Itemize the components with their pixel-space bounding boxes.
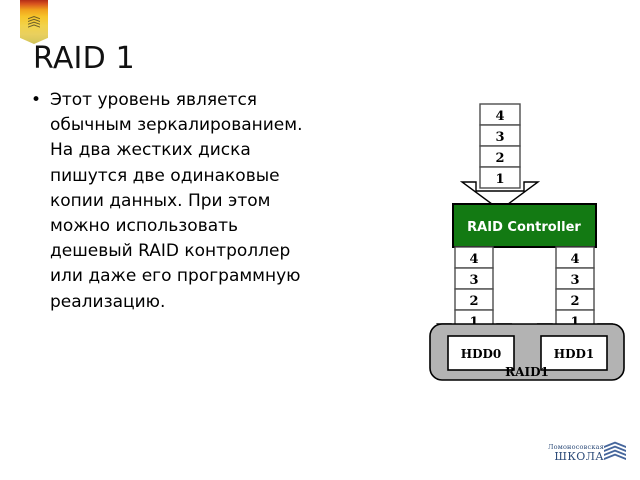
raid-controller-label: RAID Controller [467, 220, 581, 235]
input-block-1 [479, 166, 521, 189]
hdd0-block-1-label: 1 [469, 315, 478, 330]
hdd1-block-4-label: 4 [570, 252, 579, 267]
hdd0-block-2-label: 2 [469, 294, 478, 309]
input-block-3-label: 3 [495, 130, 504, 145]
brand-wordmark: Ломоносовская ШКОЛА [528, 443, 604, 463]
hdd1-box [540, 335, 608, 371]
bullet-item-text: Этот уровень является обычным зеркалиров… [50, 90, 303, 312]
input-data-stream: 4 3 2 1 [459, 103, 541, 211]
slide-body: • Этот уровень является обычным зеркалир… [31, 88, 399, 315]
ribbon-chevron-emblem-icon [28, 16, 40, 28]
brand-line-2: ШКОЛА [554, 450, 604, 463]
input-arrow-head-icon [459, 181, 541, 211]
input-block-1-label: 1 [495, 172, 504, 187]
raid1-diagram-svg: 4 3 2 1 RAID Controller 4 3 2 1 [429, 103, 625, 381]
hdd1-block-3-label: 3 [570, 273, 579, 288]
bullet-marker-icon: • [31, 90, 42, 110]
hdd1-label: HDD1 [554, 347, 595, 361]
raid-controller-box: RAID Controller [452, 203, 597, 248]
bullet-list-item: • Этот уровень является обычным зеркалир… [31, 88, 399, 315]
lomonosov-chevron-emblem-icon [604, 441, 626, 460]
hdd0-label: HDD0 [461, 347, 502, 361]
hdd1-block-2-label: 2 [570, 294, 579, 309]
raid1-array-enclosure: HDD0 HDD1 RAID1 [429, 323, 625, 381]
hdd0-block-4-label: 4 [469, 252, 478, 267]
hdd1-block-1-label: 1 [570, 315, 579, 330]
brand-line-1: Ломоносовская [547, 443, 604, 451]
input-block-4-label: 4 [495, 109, 504, 124]
raid1-array-label: RAID1 [505, 365, 549, 379]
input-block-2-label: 2 [495, 151, 504, 166]
slide-title: RAID 1 [33, 41, 135, 76]
hdd0-box [447, 335, 515, 371]
corner-ribbon-decoration [20, 0, 48, 48]
raid1-diagram: 4 3 2 1 RAID Controller 4 3 2 1 [424, 96, 636, 384]
brand-logo: Ломоносовская ШКОЛА [528, 441, 634, 476]
raid-controller-rect [452, 203, 597, 248]
hdd0-block-3-label: 3 [469, 273, 478, 288]
